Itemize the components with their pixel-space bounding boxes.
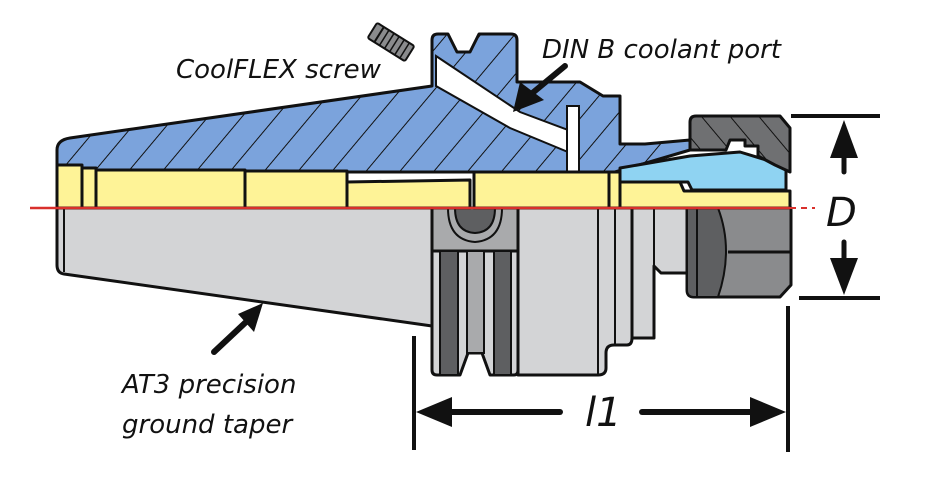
label-din-b-coolant-port: DIN B coolant port <box>542 35 782 65</box>
label-taper-line1: AT3 precision <box>120 370 296 400</box>
d-arrow-up-icon <box>830 120 858 158</box>
neck-exterior <box>630 206 689 340</box>
label-taper-line2: ground taper <box>122 410 294 440</box>
l1-arrow-left-icon <box>416 397 452 427</box>
d-arrow-down-icon <box>830 258 858 295</box>
coolflex-screw-icon <box>367 22 415 62</box>
label-dim-l1: l1 <box>585 390 622 436</box>
insert-3 <box>94 168 247 210</box>
taper-exterior <box>55 206 434 328</box>
shank-exterior <box>516 206 634 377</box>
holder-exterior <box>55 206 793 377</box>
flange-ring-left <box>439 250 459 376</box>
insert-4 <box>243 169 349 210</box>
insert-2 <box>80 166 98 210</box>
clamp-nut-dark-face <box>686 207 727 298</box>
insert-6 <box>472 170 611 210</box>
flange-keyway-inner <box>453 207 497 235</box>
insert-7 <box>607 170 622 210</box>
taper-arrow-icon <box>211 303 263 355</box>
insert-5 <box>345 178 472 210</box>
flange-ring-center <box>466 250 485 354</box>
holder-section <box>55 32 792 192</box>
dimension-d: D <box>791 114 880 300</box>
clamp-nut-section <box>688 114 792 174</box>
label-dim-d: D <box>826 190 857 236</box>
insert-1 <box>55 163 84 210</box>
label-coolflex-screw: CoolFLEX screw <box>176 55 382 85</box>
din-b-arrow-icon <box>513 63 568 112</box>
coolant-radial-bore <box>566 105 580 173</box>
l1-arrow-right-icon <box>750 397 786 427</box>
dimension-l1: l1 <box>412 306 790 452</box>
flange-ring-right <box>493 250 512 376</box>
